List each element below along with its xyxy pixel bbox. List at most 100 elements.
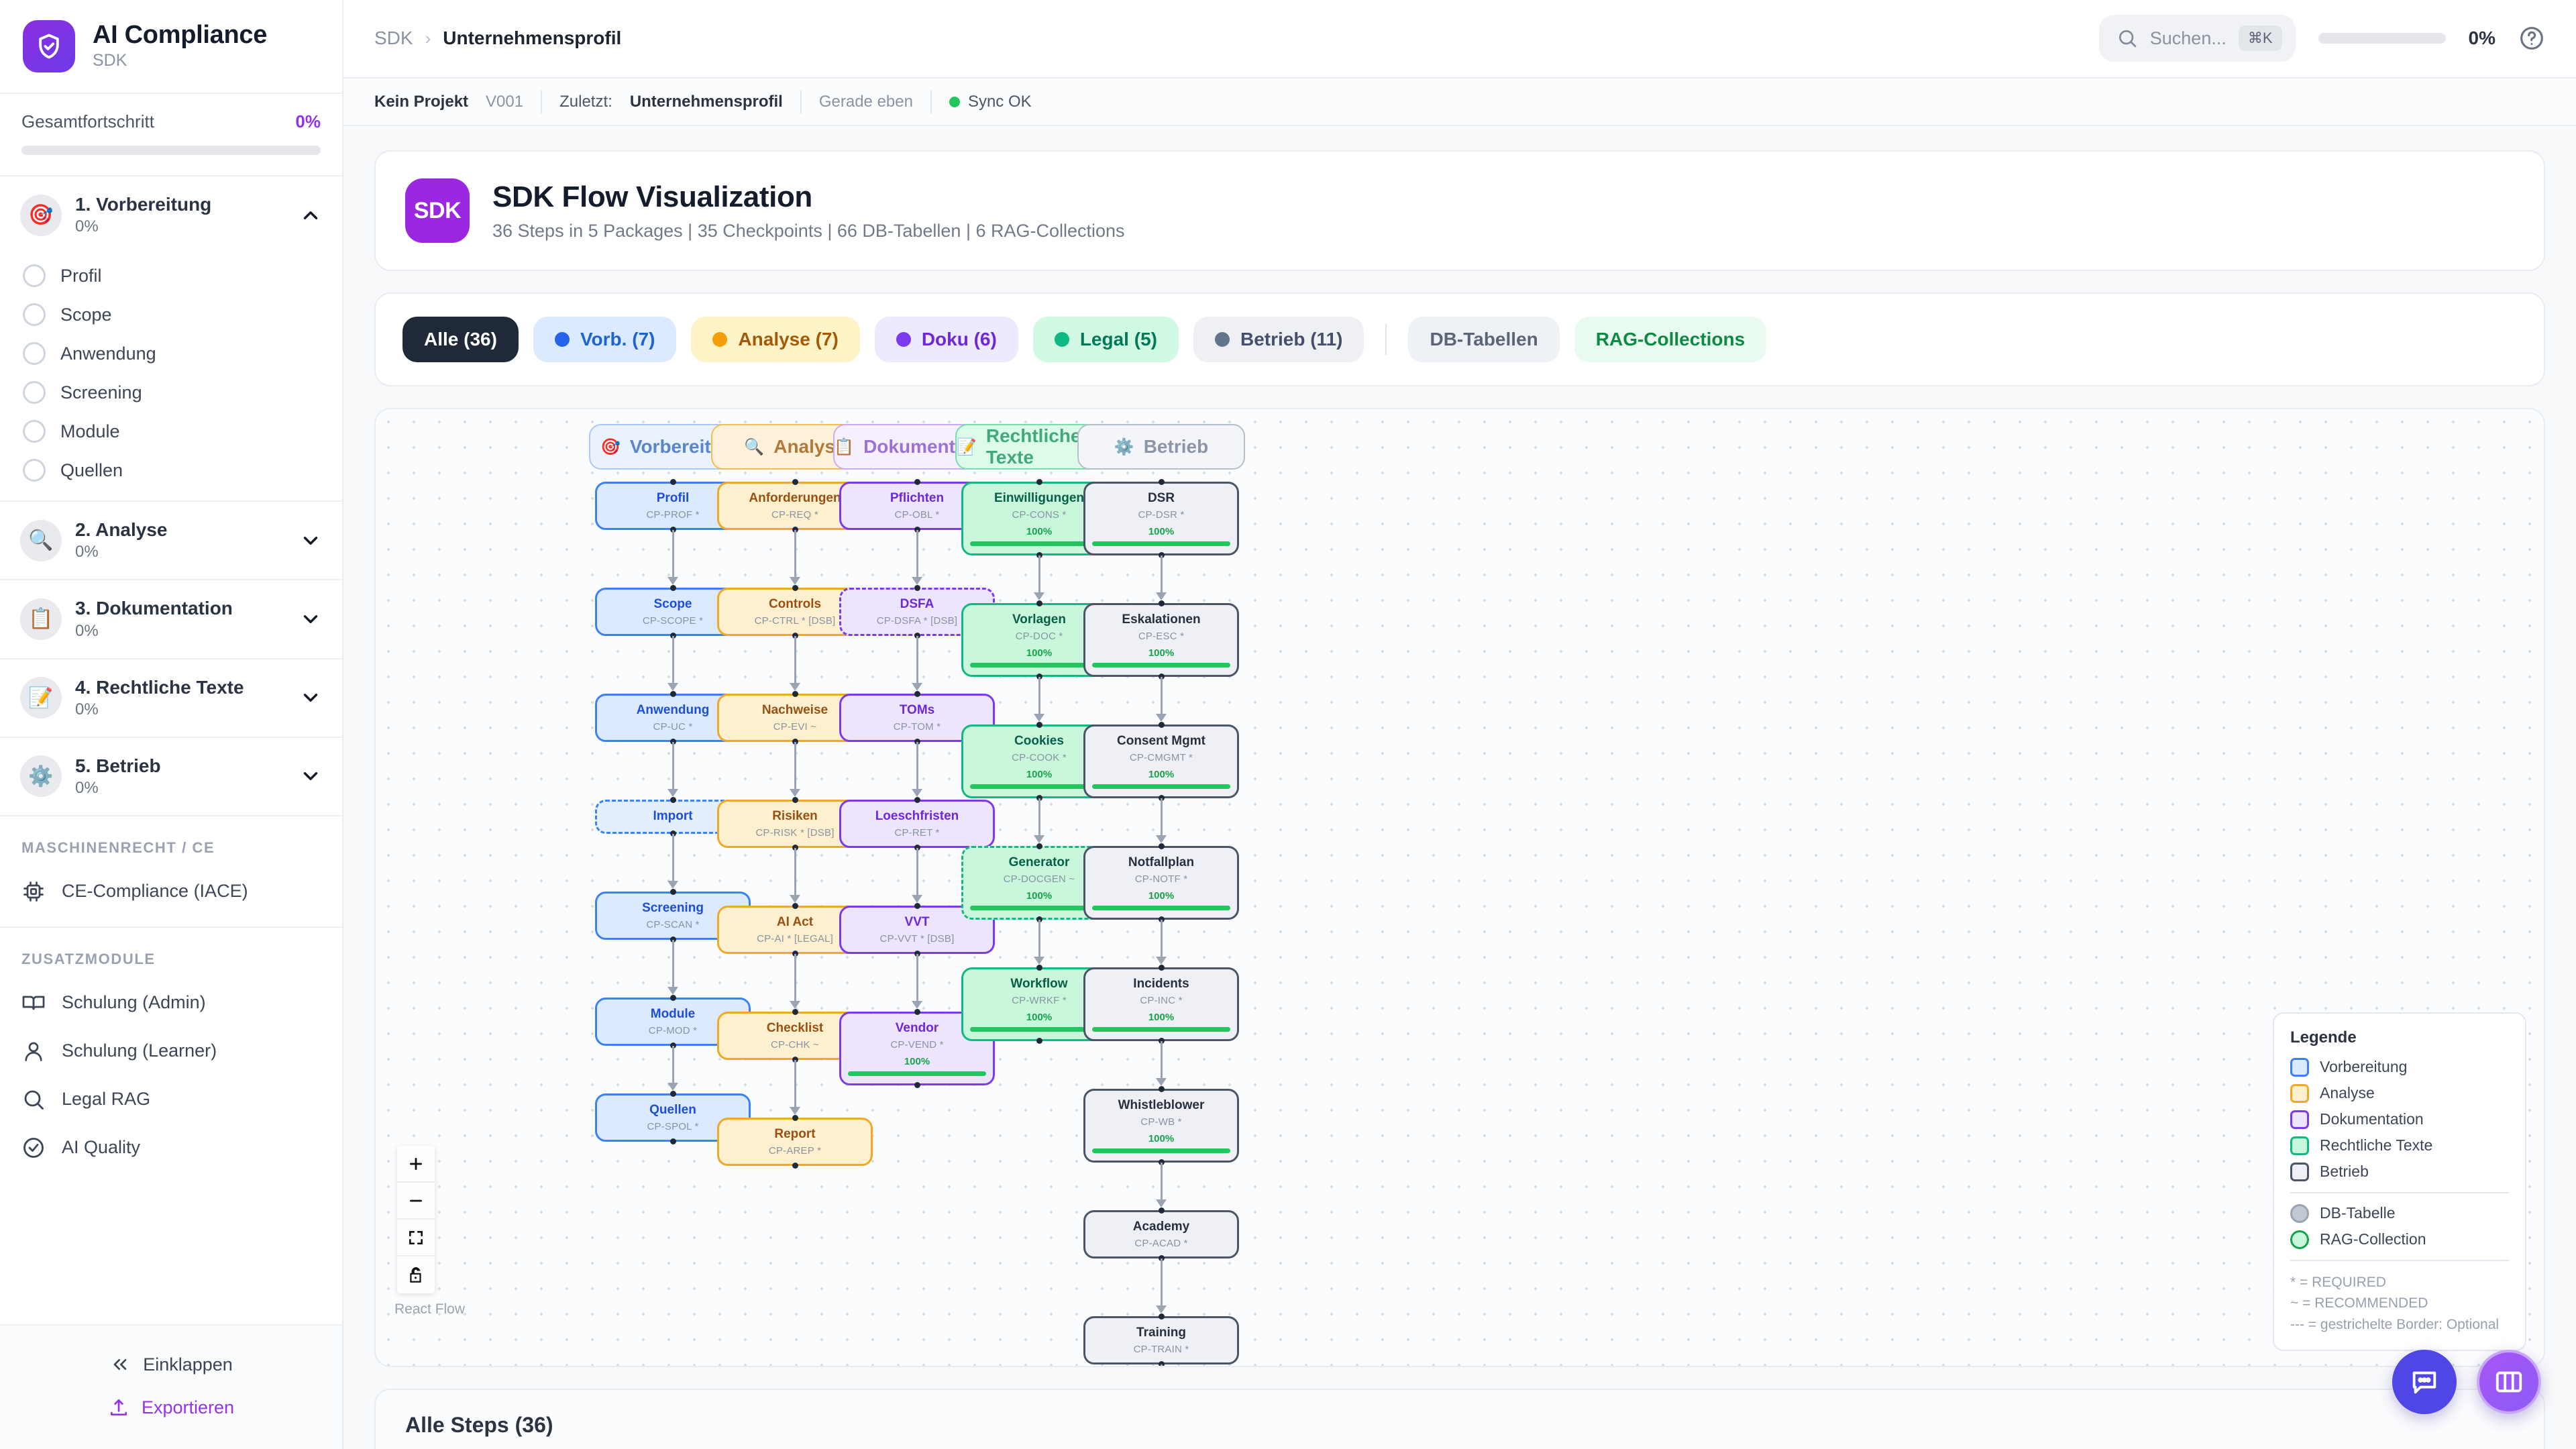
phase-header-2[interactable]: 🔍 2. Analyse 0%	[0, 502, 342, 579]
search-input[interactable]: Suchen... ⌘K	[2098, 15, 2296, 62]
filter-chip-alle[interactable]: Alle (36)	[402, 317, 519, 363]
sidebar-item-screening[interactable]: Screening	[0, 373, 342, 412]
lane-icon: ⚙️	[1114, 437, 1134, 456]
export-label: Exportieren	[141, 1397, 235, 1417]
panel-fab[interactable]	[2477, 1350, 2541, 1414]
phase-header-1[interactable]: 🎯 1. Vorbereitung 0%	[0, 176, 342, 254]
legend-title: Legende	[2290, 1028, 2357, 1046]
fit-view-control[interactable]	[397, 1220, 435, 1257]
filter-chip-vorb[interactable]: Vorb. (7)	[533, 317, 677, 363]
sidebar-item-schulung-learner[interactable]: Schulung (Learner)	[0, 1027, 342, 1075]
lock-control[interactable]	[397, 1256, 435, 1294]
flow-edge	[672, 834, 674, 883]
flow-edge-arrow	[790, 789, 800, 798]
flow-edge-arrow	[912, 683, 922, 692]
sidebar-item-quellen[interactable]: Quellen	[0, 451, 342, 490]
sdk-badge: SDK	[405, 178, 470, 244]
overall-progress-label: Gesamtfortschritt	[21, 111, 154, 131]
plus-icon	[410, 1157, 422, 1170]
flow-edge-arrow	[1156, 835, 1167, 844]
flow-node-port	[1036, 722, 1042, 729]
sidebar-item-ai-quality[interactable]: AI Quality	[0, 1124, 342, 1172]
minus-icon	[410, 1199, 422, 1202]
legend-label: Dokumentation	[2320, 1110, 2424, 1128]
flow-node-title: Notfallplan	[1128, 855, 1195, 870]
filter-chip-betrieb[interactable]: Betrieb (11)	[1193, 317, 1364, 363]
sidebar-item-schulung-admin[interactable]: Schulung (Admin)	[0, 979, 342, 1027]
hero-card: SDK SDK Flow Visualization 36 Steps in 5…	[374, 150, 2545, 272]
flow-edge	[794, 848, 796, 897]
breadcrumb: SDK › Unternehmensprofil	[374, 28, 621, 49]
zoom-in-control[interactable]	[397, 1146, 435, 1183]
flow-edge	[1038, 677, 1040, 716]
breadcrumb-item-sdk[interactable]: SDK	[374, 28, 413, 49]
flow-node-code: CP-WB *	[1140, 1116, 1182, 1128]
collapse-sidebar-button[interactable]: Einklappen	[0, 1343, 342, 1386]
filter-chip-analyse[interactable]: Analyse (7)	[691, 317, 860, 363]
chevron-up-icon	[303, 211, 318, 219]
search-placeholder: Suchen...	[2149, 28, 2226, 48]
filter-chip-doku[interactable]: Doku (6)	[874, 317, 1018, 363]
section-title-maschinenrecht: MASCHINENRECHT / CE	[21, 839, 215, 856]
sidebar-item-anwendung[interactable]: Anwendung	[0, 334, 342, 373]
flow-node-title: Consent Mgmt	[1117, 734, 1205, 749]
sidebar-item-scope[interactable]: Scope	[0, 295, 342, 334]
section-title-zusatzmodule: ZUSATZMODULE	[21, 950, 156, 967]
flow-node-code: CP-CTRL * [DSB]	[754, 614, 836, 627]
sidebar-item-legal-rag[interactable]: Legal RAG	[0, 1075, 342, 1124]
chip-icon	[23, 881, 44, 902]
export-button[interactable]: Exportieren	[0, 1386, 342, 1429]
flow-node-port	[792, 691, 798, 698]
user-icon	[25, 1042, 42, 1061]
help-circle-icon[interactable]	[2518, 25, 2545, 52]
flow-node-port	[1158, 479, 1165, 486]
flow-node-port	[914, 951, 920, 957]
flow-node-port	[1036, 674, 1042, 680]
filter-chip-rag-collections[interactable]: RAG-Collections	[1574, 317, 1767, 363]
shield-check-icon	[23, 20, 75, 72]
phase-header-4[interactable]: 📝 4. Rechtliche Texte 0%	[0, 659, 342, 737]
flow-node-progress: 100%	[1148, 647, 1175, 659]
meta-separator	[541, 90, 543, 113]
legend-swatch	[2290, 1083, 2309, 1103]
sidebar-item-ce-compliance[interactable]: CE-Compliance (IACE)	[0, 867, 342, 916]
zoom-out-control[interactable]	[397, 1183, 435, 1220]
flow-node-progress: 100%	[904, 1055, 930, 1067]
sidebar-item-label: Module	[60, 421, 120, 441]
filter-chip-db-tabellen[interactable]: DB-Tabellen	[1408, 317, 1560, 363]
brand-title: AI Compliance	[93, 20, 268, 49]
fit-view-icon	[409, 1230, 423, 1244]
flow-node-port	[669, 633, 676, 639]
chat-fab[interactable]	[2392, 1350, 2457, 1414]
legend-swatch	[2290, 1230, 2309, 1249]
sidebar-item-profil[interactable]: Profil	[0, 256, 342, 295]
filter-chip-legal[interactable]: Legal (5)	[1032, 317, 1179, 363]
flow-node-progress-bar	[970, 541, 1108, 546]
flow-node-code: CP-WRKF *	[1012, 994, 1067, 1006]
flow-edge-arrow	[790, 1107, 800, 1116]
flow-node-port	[792, 1057, 798, 1063]
legend-label: Rechtliche Texte	[2320, 1136, 2433, 1155]
flow-node-progress: 100%	[1148, 890, 1175, 902]
flow-node-title: Cookies	[1014, 734, 1064, 749]
phase-header-3[interactable]: 📋 3. Dokumentation 0%	[0, 580, 342, 657]
sidebar-item-module[interactable]: Module	[0, 412, 342, 451]
breadcrumb-item-current[interactable]: Unternehmensprofil	[443, 28, 622, 49]
phase-header-5[interactable]: ⚙️ 5. Betrieb 0%	[0, 738, 342, 815]
sidebar-item-label: Scope	[60, 304, 112, 325]
columns-icon	[2496, 1371, 2522, 1393]
